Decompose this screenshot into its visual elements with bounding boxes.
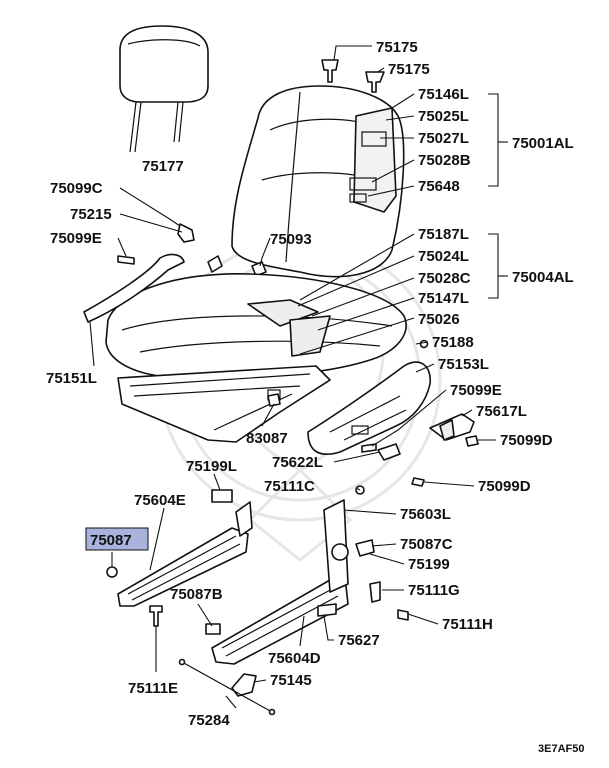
- side-cover-part: [307, 361, 431, 456]
- label-75604E: 75604E: [134, 492, 186, 509]
- label-75111G: 75111G: [408, 582, 460, 599]
- label-75603L: 75603L: [400, 506, 451, 523]
- diagram-code: 3E7AF50: [538, 743, 584, 755]
- label-75188: 75188: [432, 334, 474, 351]
- rod-part-75284: [178, 658, 276, 716]
- label-75099D-a: 75099D: [500, 432, 553, 449]
- label-75147L: 75147L: [418, 290, 469, 307]
- label-75627: 75627: [338, 632, 380, 649]
- label-75004AL: 75004AL: [512, 269, 574, 286]
- seatback-part: [231, 85, 405, 278]
- label-75146L: 75146L: [418, 86, 469, 103]
- label-75199L: 75199L: [186, 458, 237, 475]
- headrest-guide-parts: [321, 59, 385, 93]
- label-75087C: 75087C: [400, 536, 453, 553]
- cap-part-75145: [231, 673, 257, 697]
- fastener-parts-upper: [117, 223, 267, 277]
- label-75617L: 75617L: [476, 403, 527, 420]
- label-75153L: 75153L: [438, 356, 489, 373]
- label-75024L: 75024L: [418, 248, 469, 265]
- label-75026: 75026: [418, 311, 460, 328]
- label-75151L: 75151L: [46, 370, 97, 387]
- label-75648: 75648: [418, 178, 460, 195]
- side-shield-part: [83, 253, 185, 323]
- label-83087: 83087: [246, 430, 288, 447]
- label-75001AL: 75001AL: [512, 135, 574, 152]
- label-75111H: 75111H: [442, 616, 493, 633]
- label-75111C: 75111C: [264, 478, 315, 495]
- label-75187L: 75187L: [418, 226, 469, 243]
- left-slide-rail-part: [106, 501, 253, 607]
- leader-lines: [89, 45, 508, 709]
- label-75099E-top: 75099E: [50, 230, 102, 247]
- bracket-part-75199L: [211, 489, 233, 503]
- label-75111E: 75111E: [128, 680, 178, 697]
- label-75175-a: 75175: [376, 39, 418, 56]
- label-75099C: 75099C: [50, 180, 103, 197]
- label-75028B: 75028B: [418, 152, 471, 169]
- label-75027L: 75027L: [418, 130, 469, 147]
- bolt-part-83087: [267, 393, 281, 407]
- label-75175-b: 75175: [388, 61, 430, 78]
- label-75025L: 75025L: [418, 108, 469, 125]
- bolt-parts-lower: [149, 605, 409, 635]
- label-75145: 75145: [270, 672, 312, 689]
- label-75215: 75215: [70, 206, 112, 223]
- lever-part: [429, 413, 475, 441]
- seat-cushion-part: [105, 273, 407, 380]
- label-75604D: 75604D: [268, 650, 321, 667]
- label-75099D-b: 75099D: [478, 478, 531, 495]
- right-slide-rail-part: [211, 485, 381, 665]
- seat-frame-part: [117, 365, 331, 443]
- highlight-box-75087: [85, 527, 149, 551]
- label-75093: 75093: [270, 231, 312, 248]
- part-labels: 75175 75175 75146L 75025L 75027L 75028B …: [46, 39, 584, 755]
- label-75099E-right: 75099E: [450, 382, 502, 399]
- label-75087B: 75087B: [170, 586, 223, 603]
- label-75622L: 75622L: [272, 454, 323, 471]
- headrest-part: [119, 25, 209, 153]
- label-75177: 75177: [142, 158, 184, 175]
- label-75199: 75199: [408, 556, 450, 573]
- label-75087: 75087: [90, 532, 132, 549]
- label-75284: 75284: [188, 712, 230, 729]
- label-75028C: 75028C: [418, 270, 471, 287]
